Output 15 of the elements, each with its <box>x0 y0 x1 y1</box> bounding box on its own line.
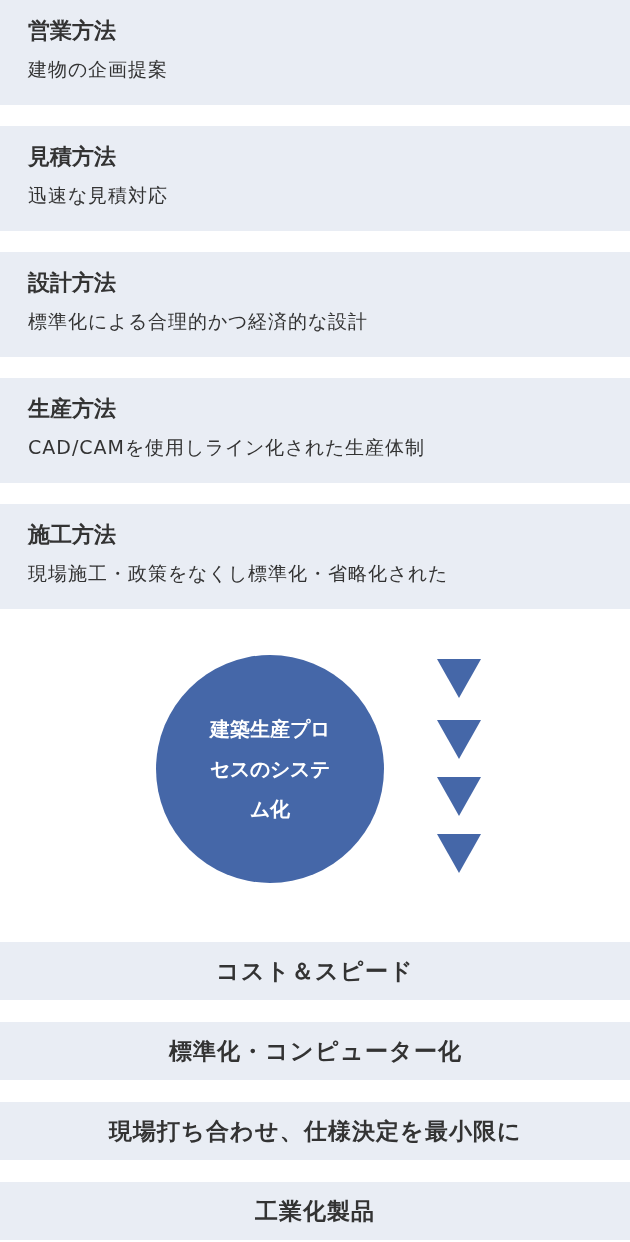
panel-description: 標準化による合理的かつ経済的な設計 <box>28 309 368 334</box>
bar-label: コスト＆スピード <box>216 956 414 986</box>
panel-heading: 見積方法 <box>28 143 116 171</box>
panel-heading: 設計方法 <box>28 269 116 297</box>
bar-label: 工業化製品 <box>255 1196 375 1226</box>
bar-label: 標準化・コンピューター化 <box>168 1036 462 1066</box>
panel-description: CAD/CAMを使用しライン化された生産体制 <box>28 435 425 460</box>
bar-label: 現場打ち合わせ、仕様決定を最小限に <box>108 1116 522 1146</box>
panel-heading: 施工方法 <box>28 521 116 549</box>
panel-heading: 生産方法 <box>28 395 116 423</box>
panel-description: 現場施工・政策をなくし標準化・省略化された <box>28 561 448 586</box>
panel-description: 建物の企画提案 <box>28 57 168 82</box>
circle-label: 建築生産プロセスのシステム化 <box>208 716 331 823</box>
panel-description: 迅速な見積対応 <box>28 183 168 208</box>
panel-heading: 営業方法 <box>28 17 116 45</box>
